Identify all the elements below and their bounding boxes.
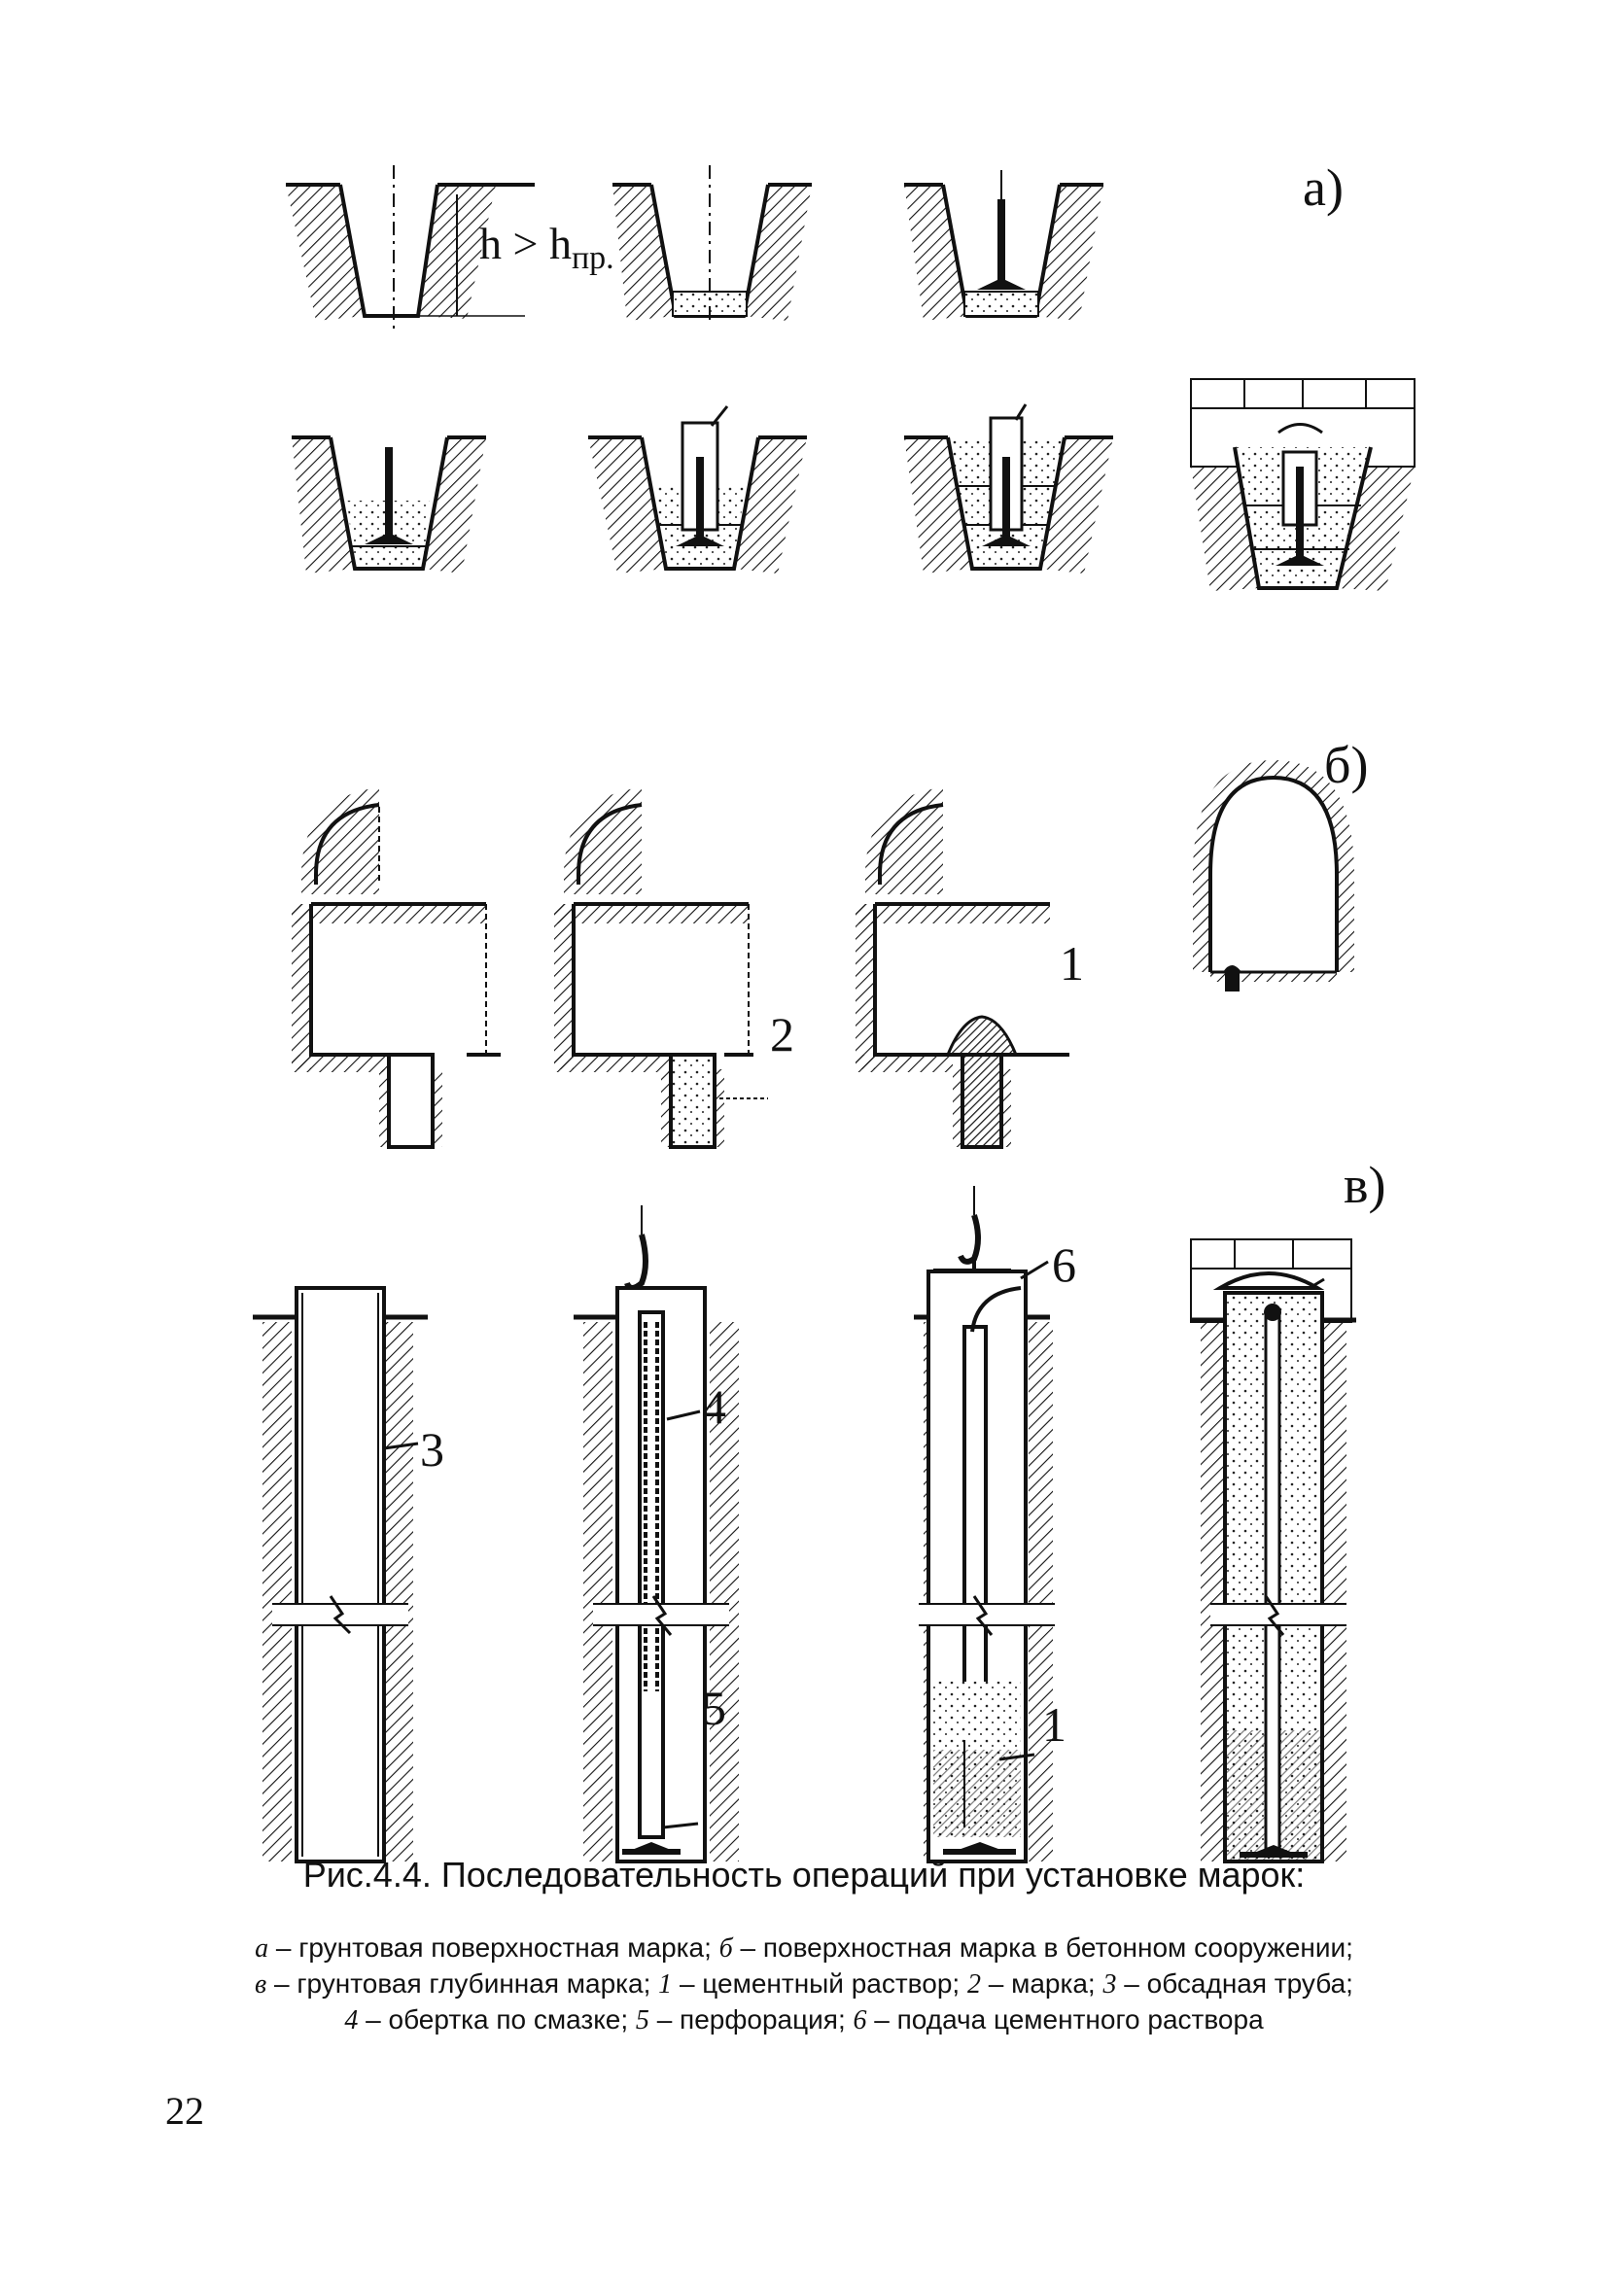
legend-text-b: – поверхностная марка в бетонном сооруже… (732, 1932, 1353, 1963)
legend-key-v: в (255, 1969, 267, 2000)
pit-finished (1190, 378, 1416, 591)
legend-line-3: 4 – обертка по смазке; 5 – перфорация; 6… (0, 2004, 1608, 2036)
legend-text-v: – грунтовая глубинная марка; (266, 1968, 659, 1999)
callout-3: 3 (420, 1422, 444, 1477)
legend-line-1: а – грунтовая поверхностная марка; б – п… (0, 1932, 1608, 1965)
legend-key-2: 2 (966, 1969, 981, 2000)
callout-4: 4 (702, 1379, 726, 1434)
callout-6: 6 (1052, 1237, 1076, 1292)
legend-key-4: 4 (344, 2005, 359, 2035)
pit-fill-1 (292, 435, 486, 574)
pit-fill-3 (904, 403, 1113, 574)
panel-a-row2 (292, 378, 1416, 591)
legend-key-a: а (255, 1933, 269, 1964)
depth-formula: h > hпр. (479, 218, 614, 277)
legend-text-2: – марка; (980, 1968, 1103, 1999)
panel-a-row1 (286, 165, 1103, 330)
casing-3 (914, 1186, 1055, 1863)
pit-fill-2 (588, 405, 807, 574)
pit-mark-placed (904, 170, 1103, 321)
concrete-step-1 (292, 787, 501, 1149)
casing-1 (253, 1286, 428, 1863)
pit-empty (286, 165, 535, 330)
legend-text-3: – обсадная труба; (1116, 1968, 1353, 1999)
callout-5: 5 (702, 1681, 726, 1735)
callout-1-casing: 1 (1042, 1697, 1066, 1752)
panel-label-b: б) (1324, 736, 1369, 794)
casing-4 (1190, 1238, 1356, 1863)
concrete-step-2 (554, 787, 768, 1149)
legend-key-3: 3 (1102, 1969, 1117, 2000)
concrete-section (1193, 760, 1354, 991)
formula-h2: h (548, 219, 572, 268)
callout-1-concrete: 1 (1060, 936, 1084, 991)
legend-text-a: – грунтовая поверхностная марка; (268, 1932, 719, 1963)
legend-key-6: 6 (853, 2005, 867, 2035)
legend-key-5: 5 (635, 2005, 649, 2035)
legend-text-6: – подача цементного раствора (866, 2004, 1264, 2035)
panel-label-c: в) (1344, 1156, 1386, 1214)
figure-caption: Рис.4.4. Последовательность операций при… (302, 1855, 1306, 1895)
pit-bedding (612, 165, 812, 321)
panel-label-a: а) (1303, 158, 1344, 217)
panel-c-row (253, 1186, 1356, 1863)
page-number: 22 (165, 2089, 204, 2133)
panel-b-row (292, 760, 1354, 1149)
legend-text-5: – перфорация; (648, 2004, 854, 2035)
casing-2 (574, 1205, 739, 1863)
legend-line-2: в – грунтовая глубинная марка; 1 – цемен… (0, 1968, 1608, 2000)
formula-operator: > (502, 219, 549, 268)
formula-subscript: пр. (571, 240, 614, 277)
concrete-step-3 (856, 787, 1069, 1149)
legend-text-4: – обертка по смазке; (358, 2004, 636, 2035)
legend-key-1: 1 (658, 1969, 673, 2000)
legend-key-b: б (718, 1933, 733, 1964)
formula-h: h (479, 219, 502, 268)
callout-2: 2 (770, 1007, 794, 1061)
legend-text-1: – цементный раствор; (672, 1968, 967, 1999)
